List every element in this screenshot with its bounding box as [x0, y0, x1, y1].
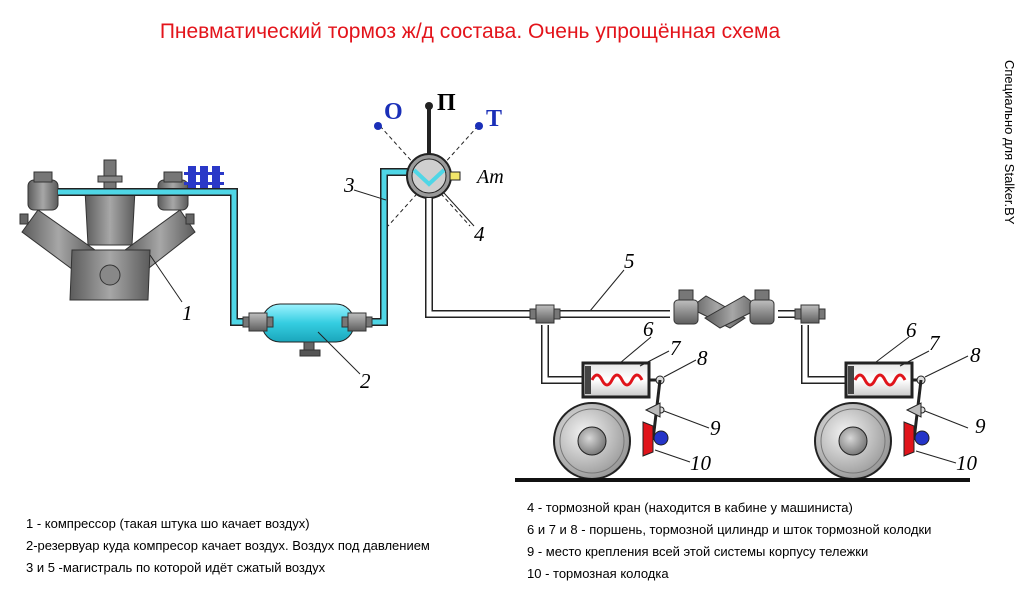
legend-item: 4 - тормозной кран (находится в кабине у…	[527, 500, 853, 515]
legend-item: 10 - тормозная колодка	[527, 566, 669, 581]
callout-6a: 6	[643, 317, 654, 341]
credit-text: Специально для Stalker.BY	[1002, 60, 1017, 225]
callout-9b: 9	[975, 414, 986, 438]
valve-label-o: O	[384, 99, 403, 125]
brake-pipe	[425, 198, 845, 384]
callout-4: 4	[474, 222, 485, 246]
car-couplers	[529, 289, 826, 329]
air-reservoir	[242, 303, 373, 357]
callout-9a: 9	[710, 416, 721, 440]
bogie-1	[553, 361, 669, 480]
callout-7a: 7	[670, 336, 682, 360]
legend-item: 2-резервуар куда компресор качает воздух…	[26, 538, 430, 553]
callout-3: 3	[343, 173, 355, 197]
valve-position-p: П	[437, 90, 456, 116]
compressor-fins	[184, 166, 224, 190]
callout-5: 5	[624, 249, 635, 273]
valve-label-p: П	[437, 90, 456, 116]
callout-10b: 10	[956, 451, 978, 475]
diagram-title: Пневматический тормоз ж/д состава. Очень…	[159, 20, 781, 43]
valve-position-o: O	[374, 99, 403, 130]
bogie-2	[814, 361, 930, 480]
legend-item: 9 - место крепления всей этой системы ко…	[527, 544, 869, 559]
legend-left: 1 - компрессор (такая штука шо качает во…	[26, 513, 430, 579]
brake-valve	[379, 102, 479, 227]
legend-right: 4 - тормозной кран (находится в кабине у…	[527, 497, 931, 585]
legend-item: 6 и 7 и 8 - поршень, тормозной цилиндр и…	[527, 522, 932, 537]
leader-lines	[149, 189, 969, 464]
valve-position-t: Т	[475, 106, 502, 132]
callout-7b: 7	[929, 331, 941, 355]
legend-item: 3 и 5 -магистраль по которой идёт сжатый…	[26, 560, 326, 575]
callout-10a: 10	[690, 451, 712, 475]
callout-8a: 8	[697, 346, 708, 370]
callout-6b: 6	[906, 318, 917, 342]
callout-2: 2	[360, 369, 371, 393]
callout-1: 1	[182, 301, 193, 325]
valve-label-at: Aт	[475, 166, 504, 188]
legend-item: 1 - компрессор (такая штука шо качает во…	[26, 516, 310, 531]
callout-8b: 8	[970, 343, 981, 367]
valve-label-t: Т	[486, 106, 502, 132]
compressor	[19, 159, 196, 301]
